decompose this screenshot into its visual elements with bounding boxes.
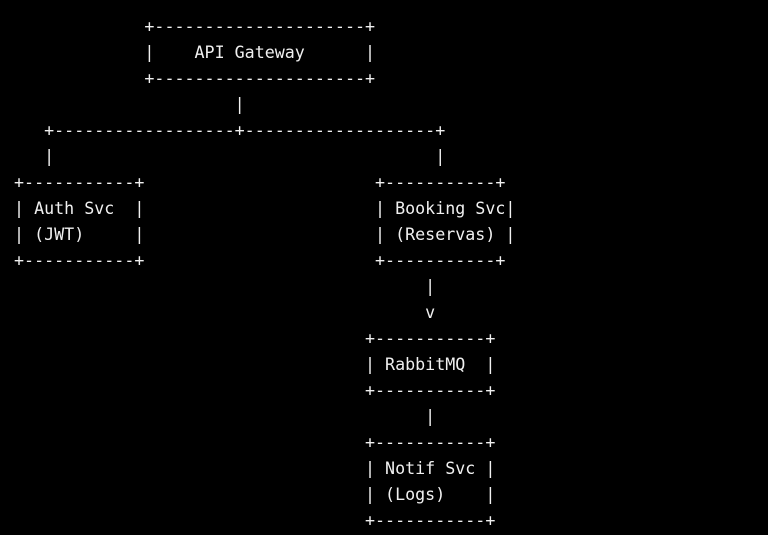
ascii-line-notif-label: | Notif Svc | (4, 459, 496, 478)
ascii-line-gateway-box-bottom: +---------------------+ (4, 69, 376, 88)
ascii-line-booking-connector: | (4, 277, 436, 296)
ascii-line-gateway-label: | API Gateway | (4, 43, 376, 62)
ascii-line-service-labels: | Auth Svc | | Booking Svc| (4, 199, 516, 218)
ascii-line-rabbitmq-box-top: +-----------+ (4, 329, 496, 348)
ascii-line-notif-sublabel: | (Logs) | (4, 485, 496, 504)
ascii-line-notif-box-bottom: +-----------+ (4, 511, 496, 530)
ascii-line-gateway-connector: | (4, 95, 245, 114)
ascii-line-service-sublabels: | (JWT) | | (Reservas) | (4, 225, 516, 244)
ascii-line-arrow-head: v (4, 303, 436, 322)
ascii-line-service-boxes-bottom: +-----------+ +-----------+ (4, 251, 506, 270)
ascii-line-notif-box-top: +-----------+ (4, 433, 496, 452)
ascii-line-rabbitmq-label: | RabbitMQ | (4, 355, 496, 374)
ascii-line-gateway-box-top: +---------------------+ (4, 17, 376, 36)
ascii-line-rabbitmq-connector: | (4, 407, 436, 426)
ascii-line-service-boxes-top: +-----------+ +-----------+ (4, 173, 506, 192)
ascii-line-branch-drops: | | (4, 147, 446, 166)
ascii-line-branch-horizontal: +------------------+-------------------+ (4, 121, 446, 140)
ascii-line-rabbitmq-box-bottom: +-----------+ (4, 381, 496, 400)
